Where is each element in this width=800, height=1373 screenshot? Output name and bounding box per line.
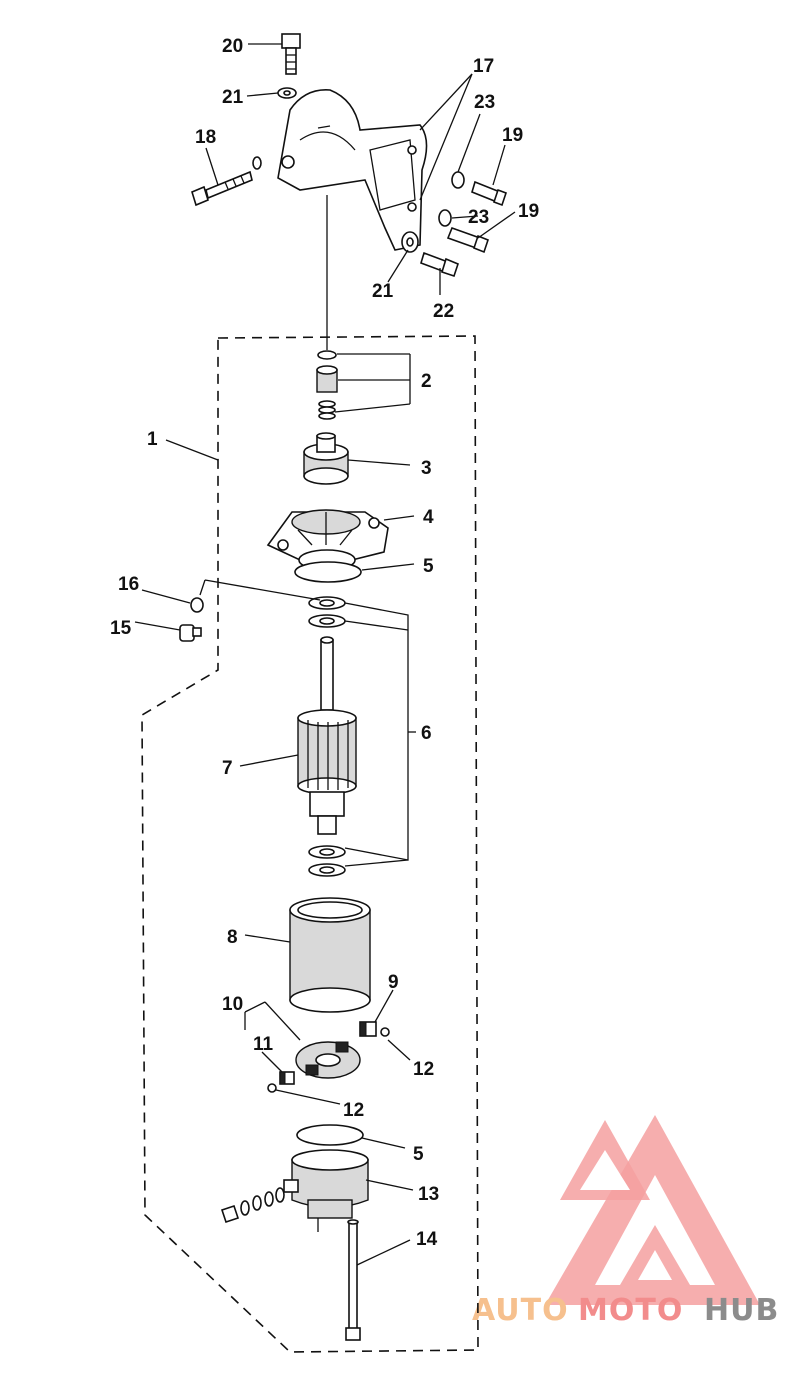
washer-23-upper	[451, 171, 465, 189]
spring-2	[318, 400, 336, 420]
washer-16	[190, 597, 204, 613]
bolt-18	[191, 156, 262, 207]
brush-9	[359, 1021, 377, 1037]
callout-21-top: 21	[222, 87, 244, 108]
logo-mark-g-inner	[638, 1250, 672, 1280]
watermark-logo: AUTO MOTO HUB	[472, 1115, 779, 1328]
callout-20: 20	[222, 36, 243, 57]
stop-collar-2	[316, 365, 338, 393]
assembly-boundary	[141, 335, 479, 1353]
callout-23-top: 23	[474, 92, 495, 113]
brush-11	[279, 1071, 295, 1085]
o-ring-5-lower	[296, 1124, 364, 1146]
commutator-end-cap-13	[283, 1149, 369, 1232]
callout-7: 7	[222, 758, 233, 779]
bolt-20	[281, 33, 301, 75]
bolt-22	[420, 251, 459, 278]
callout-15: 15	[110, 618, 132, 639]
o-ring-5-upper	[294, 561, 362, 583]
callout-11: 11	[253, 1034, 274, 1055]
spring-12-lower	[267, 1083, 277, 1093]
logo-text-moto: MOTO	[578, 1293, 683, 1328]
logo-text-auto: AUTO	[472, 1293, 569, 1328]
logo-triangle-left-inner	[580, 1150, 630, 1190]
thrust-washers-6-upper	[308, 596, 346, 628]
bracket-6	[344, 602, 409, 861]
spring-12-upper	[380, 1027, 390, 1037]
drive-pinion-3	[303, 432, 349, 485]
screw-15	[179, 624, 202, 642]
drive-end-cap-4	[266, 509, 389, 571]
callout-19-top: 19	[502, 125, 523, 146]
washer-23-lower	[438, 209, 452, 227]
washer-21-lower-hole	[406, 237, 414, 247]
brush-holder-10	[295, 1041, 361, 1079]
callout-19-bottom: 19	[518, 201, 539, 222]
bolt-19-lower	[446, 226, 489, 254]
snap-ring-2	[317, 350, 337, 360]
callout-16: 16	[118, 574, 139, 595]
callouts: 20 21 18 17 23 19 23 19 21 22 2 1 3 4 5 …	[110, 36, 539, 1250]
callout-9: 9	[388, 972, 399, 993]
callout-4: 4	[423, 507, 434, 528]
thrust-washers-6-lower	[308, 845, 346, 877]
bolt-19-upper	[471, 180, 508, 207]
callout-21-bottom: 21	[372, 281, 394, 302]
mounting-bracket	[277, 89, 428, 251]
through-bolt-14	[345, 1219, 361, 1341]
callout-3: 3	[421, 458, 432, 479]
callout-6: 6	[421, 723, 432, 744]
callout-22: 22	[433, 301, 454, 322]
leader-lines	[134, 43, 516, 1266]
washer-21-top-hole	[283, 90, 291, 96]
callout-5-bottom: 5	[413, 1144, 424, 1165]
callout-18: 18	[195, 127, 216, 148]
field-frame-8	[289, 897, 371, 1013]
callout-17: 17	[473, 56, 494, 77]
terminal-hardware	[220, 1187, 285, 1224]
callout-12-right: 12	[413, 1059, 434, 1080]
callout-10: 10	[222, 994, 243, 1015]
callout-23-bottom: 23	[468, 207, 489, 228]
callout-8: 8	[227, 927, 238, 948]
callout-2: 2	[421, 371, 432, 392]
logo-text-hub: HUB	[704, 1293, 779, 1328]
callout-1: 1	[147, 429, 158, 450]
callout-12-bottom: 12	[343, 1100, 364, 1121]
callout-13: 13	[418, 1184, 439, 1205]
armature-7	[297, 636, 357, 835]
callout-14: 14	[416, 1229, 438, 1250]
callout-5-top: 5	[423, 556, 434, 577]
